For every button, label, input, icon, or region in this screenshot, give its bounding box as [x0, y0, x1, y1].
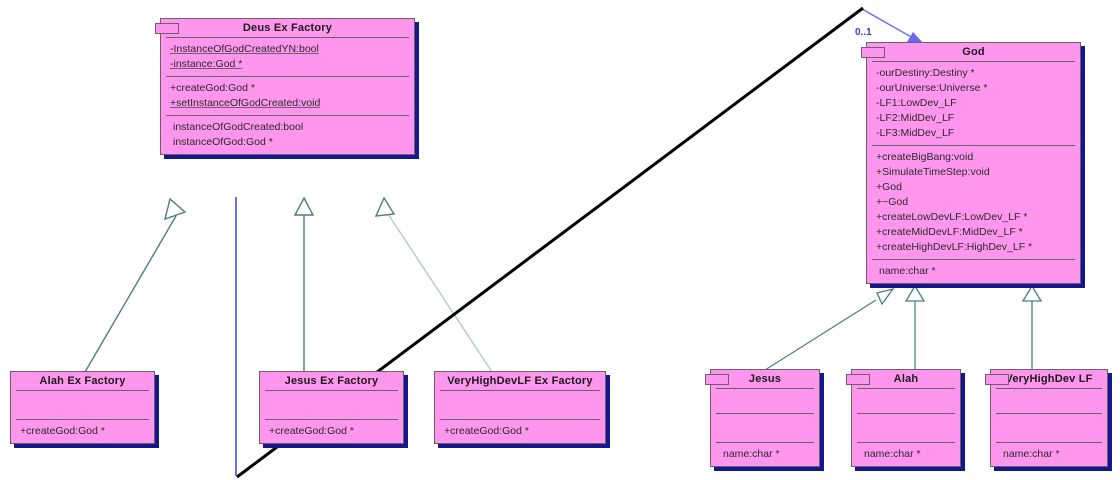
- compartment-divider: [872, 259, 1075, 260]
- compartment-divider: [857, 388, 955, 389]
- compartment-divider: [996, 413, 1102, 414]
- attributes-compartment: [711, 389, 819, 413]
- attributes-compartment: -InstanceOfGodCreatedYN:bool -instance:G…: [161, 38, 414, 76]
- class-box-veryhighdev-lf[interactable]: VeryHighDev LF name:char *: [985, 369, 1108, 467]
- extra-row: instanceOfGodCreated:bool: [173, 121, 304, 133]
- extra-compartment: name:char *: [711, 443, 819, 466]
- class-title: God: [962, 46, 985, 58]
- class-box-alah-ex-factory[interactable]: Alah Ex Factory +createGod:God *: [10, 371, 155, 444]
- attributes-compartment: [260, 391, 403, 419]
- compartment-divider: [872, 61, 1075, 62]
- compartment-divider: [857, 442, 955, 443]
- extra-row: instanceOfGod:God *: [173, 136, 273, 148]
- operation-row: +SimulateTimeStep:void: [876, 166, 990, 178]
- operation-row: +createHighDevLF:HighDev_LF *: [876, 241, 1033, 253]
- class-title: VeryHighDev LF: [1005, 373, 1093, 385]
- extra-row: name:char *: [1003, 448, 1060, 460]
- class-tab-icon: [155, 23, 179, 34]
- multiplicity-label-0-1: 0..1: [855, 27, 872, 38]
- operation-row: +createLowDevLF:LowDev_LF *: [876, 211, 1028, 223]
- attribute-row: -ourUniverse:Universe *: [876, 82, 988, 94]
- operation-row: +setInstanceOfGodCreated:void: [170, 97, 321, 109]
- operation-row: +createGod:God *: [20, 425, 105, 437]
- operations-compartment: [711, 414, 819, 442]
- class-title: Deus Ex Factory: [242, 22, 333, 34]
- compartment-divider: [996, 388, 1102, 389]
- operation-row: +createBigBang:void: [876, 151, 974, 163]
- attribute-row: -instance:God *: [170, 58, 243, 70]
- operation-row: +createMidDevLF:MidDev_LF *: [876, 226, 1023, 238]
- operation-row: +God: [876, 181, 902, 193]
- operations-compartment: +createBigBang:void +SimulateTimeStep:vo…: [867, 146, 1080, 259]
- class-title: Jesus Ex Factory: [284, 375, 379, 387]
- attribute-row: -InstanceOfGodCreatedYN:bool: [170, 43, 319, 55]
- extra-row: name:char *: [879, 265, 936, 277]
- class-tab-icon: [985, 374, 1009, 385]
- class-box-jesus-ex-factory[interactable]: Jesus Ex Factory +createGod:God *: [259, 371, 404, 444]
- class-title: Alah Ex Factory: [39, 375, 126, 387]
- attribute-row: -ourDestiny:Destiny *: [876, 67, 975, 79]
- operations-compartment: [991, 414, 1107, 442]
- extra-row: name:char *: [864, 448, 921, 460]
- class-tab-icon: [861, 47, 885, 58]
- compartment-divider: [16, 419, 149, 420]
- operation-row: +~God: [876, 196, 909, 208]
- compartment-divider: [996, 442, 1102, 443]
- extra-compartment: name:char *: [867, 260, 1080, 283]
- operation-row: +createGod:God *: [444, 425, 529, 437]
- attribute-row: -LF3:MidDev_LF: [876, 127, 955, 139]
- attributes-compartment: [852, 389, 960, 413]
- class-title: VeryHighDevLF Ex Factory: [447, 375, 593, 387]
- extra-compartment: name:char *: [991, 443, 1107, 466]
- operations-compartment: +createGod:God *: [11, 420, 154, 443]
- class-box-god[interactable]: God -ourDestiny:Destiny * -ourUniverse:U…: [861, 42, 1081, 284]
- operations-compartment: +createGod:God * +setInstanceOfGodCreate…: [161, 77, 414, 115]
- attribute-row: -LF1:LowDev_LF: [876, 97, 957, 109]
- operation-row: +createGod:God *: [269, 425, 354, 437]
- class-box-jesus[interactable]: Jesus name:char *: [705, 369, 820, 467]
- generalization-jesus-to-god: [764, 287, 895, 371]
- operations-compartment: +createGod:God *: [435, 420, 605, 443]
- attribute-row: -LF2:MidDev_LF: [876, 112, 955, 124]
- operations-compartment: [852, 414, 960, 442]
- compartment-divider: [16, 390, 149, 391]
- generalization-alah-to-god: [904, 284, 926, 370]
- class-box-alah[interactable]: Alah name:char *: [846, 369, 961, 467]
- class-tab-icon: [846, 374, 870, 385]
- attributes-compartment: [435, 391, 605, 419]
- attributes-compartment: -ourDestiny:Destiny * -ourUniverse:Unive…: [867, 62, 1080, 145]
- class-box-deus-ex-factory[interactable]: Deus Ex Factory -InstanceOfGodCreatedYN:…: [155, 18, 415, 155]
- generalization-veryhighdevlfexfactory-to-deusexfactory: [374, 196, 493, 373]
- compartment-divider: [872, 145, 1075, 146]
- class-tab-icon: [705, 374, 729, 385]
- generalization-jesusexfactory-to-deusexfactory: [293, 196, 315, 372]
- operations-compartment: +createGod:God *: [260, 420, 403, 443]
- attributes-compartment: [11, 391, 154, 419]
- extra-compartment: name:char *: [852, 443, 960, 466]
- attributes-compartment: [991, 389, 1107, 413]
- operation-row: +createGod:God *: [170, 82, 255, 94]
- class-title: Alah: [893, 373, 919, 385]
- generalization-alahexfactory-to-deusexfactory: [84, 197, 187, 373]
- extra-row: name:char *: [723, 448, 780, 460]
- generalization-veryhighdevlf-to-god: [1021, 284, 1043, 370]
- compartment-divider: [857, 413, 955, 414]
- class-box-veryhighdevlf-ex-factory[interactable]: VeryHighDevLF Ex Factory +createGod:God …: [434, 371, 606, 444]
- extra-compartment: instanceOfGodCreated:bool instanceOfGod:…: [161, 116, 414, 154]
